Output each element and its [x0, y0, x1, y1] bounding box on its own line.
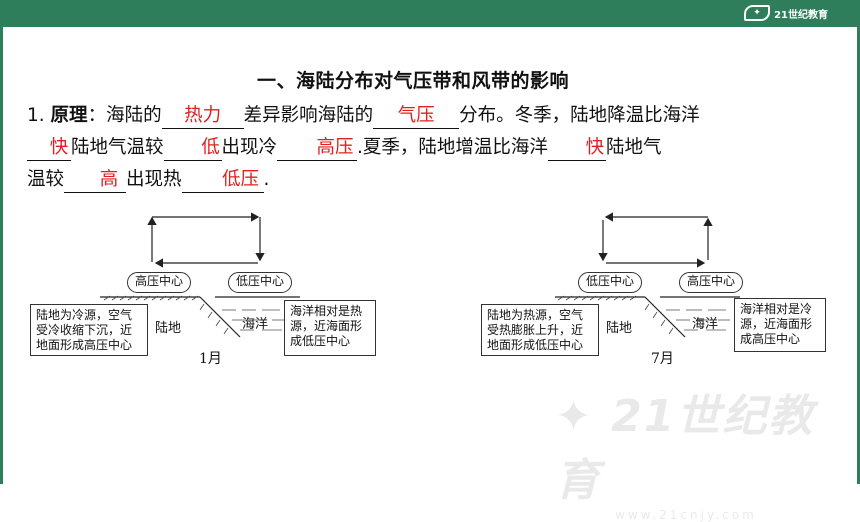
land-hatching [557, 295, 674, 335]
answer-blank: 低 [163, 138, 222, 161]
january-right-pressure-center: 低压中心 [228, 272, 292, 293]
circulation-arrows [147, 212, 265, 268]
july-land-note: 陆地为热源，空气受热膨胀上升，近地面形成低压中心 [481, 304, 599, 356]
right-frame-border [857, 27, 860, 484]
principle-label: 原理 [50, 105, 88, 126]
answer-blank: 高压 [277, 138, 358, 161]
answer-blank: 热力 [161, 106, 244, 129]
top-banner: ✦ 21世纪教育 [0, 0, 860, 27]
circulation-arrows [598, 212, 713, 268]
july-sea-label: 海洋 [692, 317, 719, 332]
runner-logo-icon: ✦ [744, 5, 771, 21]
left-frame-border [0, 27, 3, 484]
principle-paragraph: 1. 原理：海陆的热力差异影响海陆的气压分布。冬季，陆地降温比海洋 快陆地气温较… [27, 100, 837, 196]
sea-water [222, 309, 286, 331]
answer-blank: 快 [27, 138, 71, 161]
answer-blank: 气压 [373, 106, 460, 129]
january-land-label: 陆地 [155, 321, 182, 336]
item-number: 1. [27, 105, 45, 126]
january-sea-label: 海洋 [242, 317, 269, 332]
january-left-pressure-center: 高压中心 [127, 272, 191, 293]
july-month-label: 7月 [651, 351, 674, 367]
section-title: 一、海陆分布对气压带和风带的影响 [257, 70, 570, 92]
july-land-label: 陆地 [606, 321, 633, 336]
january-month-label: 1月 [199, 351, 222, 367]
watermark-logo-icon: ✦ 21世纪教育 www.21cnjy.com [555, 391, 815, 522]
land-hatching [103, 295, 229, 335]
january-land-note: 陆地为冷源，空气受冷收缩下沉，近地面形成高压中心 [30, 304, 148, 356]
answer-blank: 快 [547, 138, 606, 161]
july-sea-note: 海洋相对是冷源，近海面形成高压中心 [734, 298, 826, 352]
july-circulation-diagram [555, 212, 740, 338]
january-circulation-diagram [100, 212, 300, 338]
logo-text: 21世纪教育 [774, 9, 828, 21]
paragraph-line-1: 1. 原理：海陆的热力差异影响海陆的气压分布。冬季，陆地降温比海洋 [27, 100, 837, 132]
site-logo: ✦ 21世纪教育 [744, 3, 828, 23]
july-left-pressure-center: 低压中心 [578, 272, 642, 293]
paragraph-line-3: 温较高出现热低压. [27, 164, 837, 196]
answer-blank: 高 [64, 170, 127, 193]
july-right-pressure-center: 高压中心 [679, 272, 743, 293]
sea-water [666, 309, 730, 331]
january-sea-note: 海洋相对是热源，近海面形成低压中心 [284, 300, 376, 356]
paragraph-line-2: 快陆地气温较低出现冷高压.夏季，陆地增温比海洋快陆地气 [27, 132, 837, 164]
answer-blank: 低压 [181, 170, 264, 193]
